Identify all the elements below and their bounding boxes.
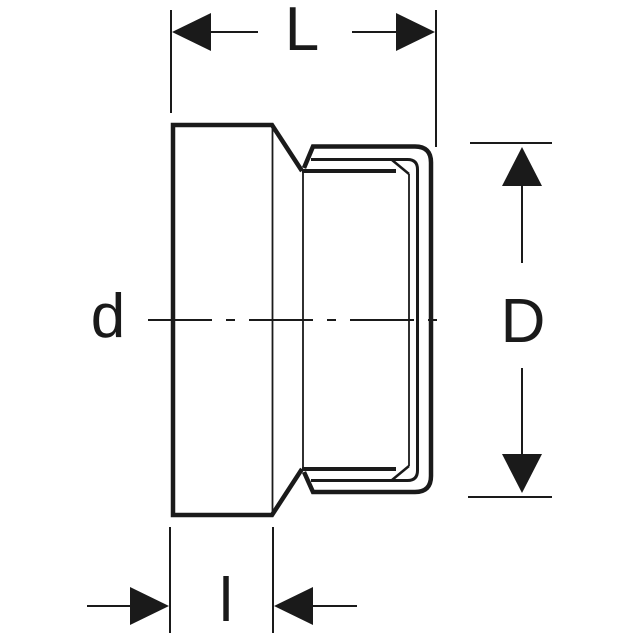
dim-label-L: L — [284, 0, 320, 64]
dim-label-l: l — [219, 566, 233, 635]
arrowhead-up-icon — [502, 147, 542, 186]
dim-label-d: d — [90, 282, 126, 351]
cap-inner-shell — [311, 158, 419, 482]
socket-surface-lines — [302, 169, 396, 471]
arrowhead-right-icon — [396, 13, 435, 51]
arrowhead-left-icon — [274, 587, 313, 625]
arrowhead-down-icon — [502, 454, 542, 493]
arrowhead-right-icon — [130, 587, 169, 625]
dimension-D — [468, 142, 552, 498]
dim-label-D: D — [500, 287, 546, 356]
dimension-l — [87, 527, 357, 633]
arrowhead-left-icon — [172, 13, 211, 51]
dimension-L — [170, 10, 437, 147]
